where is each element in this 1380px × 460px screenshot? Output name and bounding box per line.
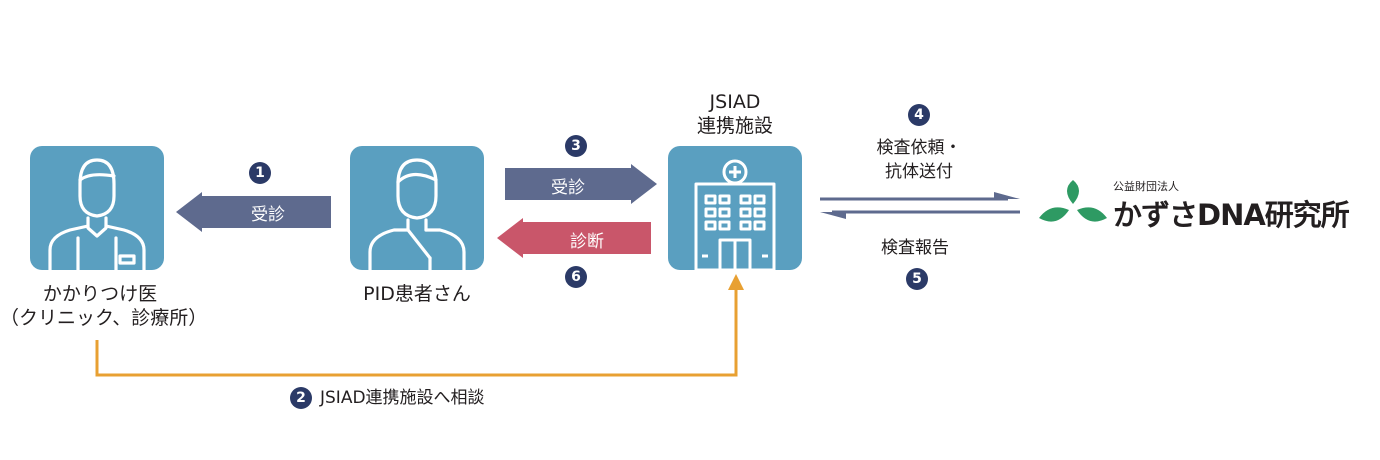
doctor-icon	[48, 158, 146, 272]
step-4-label-line2: 抗体送付	[885, 162, 953, 182]
arrow-3	[505, 164, 657, 204]
patient-icon	[368, 158, 466, 272]
lab-subtitle: 公益財団法人	[1113, 180, 1179, 193]
arrow-3-label: 受診	[551, 178, 585, 198]
arrow-4-5	[820, 192, 1020, 219]
hospital-icon	[694, 159, 776, 272]
step-2-label: JSIAD連携施設へ相談	[320, 388, 485, 408]
step-4-label: 検査依頼・ 抗体送付	[860, 136, 978, 184]
hospital-title: JSIAD 連携施設	[660, 90, 810, 138]
patient-node	[350, 146, 484, 272]
step-5-badge: 5	[906, 268, 928, 290]
doctor-label: かかりつけ医 （クリニック、診療所）	[0, 282, 208, 330]
arrow-6-label: 診断	[570, 232, 604, 252]
step-6-badge: 6	[565, 266, 587, 288]
arrow-1	[176, 192, 331, 232]
doctor-label-line1: かかりつけ医	[42, 283, 158, 305]
step-4-badge: 4	[908, 104, 930, 126]
step-2-badge: 2	[290, 387, 312, 409]
lab-leaf-icon	[1039, 180, 1107, 222]
step-1-badge: 1	[249, 162, 271, 184]
hospital-title-line2: 連携施設	[696, 115, 773, 137]
doctor-label-line2: （クリニック、診療所）	[0, 307, 208, 329]
arrow-6	[497, 218, 651, 258]
patient-label: PID患者さん	[363, 283, 471, 305]
lab-logo: 公益財団法人 かずさDNA研究所	[1035, 176, 1380, 236]
step-4-label-line1: 検査依頼・	[876, 138, 962, 158]
hospital-node	[668, 146, 802, 272]
step-3-badge: 3	[565, 135, 587, 157]
lab-name: かずさDNA研究所	[1113, 198, 1350, 232]
doctor-node	[30, 146, 164, 272]
step-5-label: 検査報告	[881, 238, 949, 258]
arrow-1-label: 受診	[251, 205, 285, 225]
hospital-title-line1: JSIAD	[709, 91, 761, 113]
arrow-2	[95, 274, 744, 377]
